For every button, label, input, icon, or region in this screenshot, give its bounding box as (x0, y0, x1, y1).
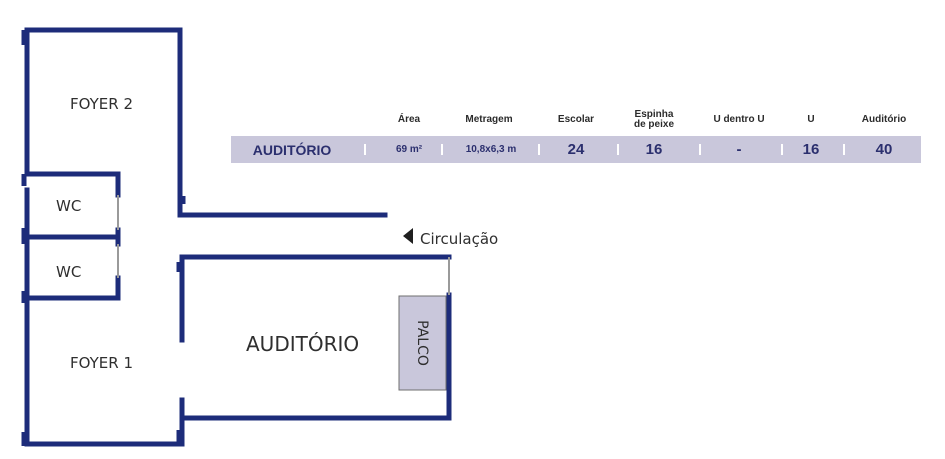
table-header-area: Área (397, 114, 421, 125)
table-separator (364, 144, 366, 155)
table-header-escolar: Escolar (557, 114, 595, 125)
table-separator (843, 144, 845, 155)
table-separator (699, 144, 701, 155)
room-label-wc-top: WC (56, 197, 82, 215)
stage (398, 295, 447, 391)
table-header-u-dentro-u: U dentro U (713, 114, 765, 125)
table-cell-auditorio: 40 (875, 141, 893, 158)
room-label-wc-bottom: WC (56, 263, 82, 281)
capacity-table: Área Metragem Escolar Espinha de peixe U… (231, 105, 921, 167)
table-separator (781, 144, 783, 155)
room-label-auditorio: AUDITÓRIO (246, 332, 360, 356)
table-header-metragem: Metragem (465, 114, 513, 125)
table-separator (617, 144, 619, 155)
room-label-foyer1: FOYER 1 (70, 354, 133, 372)
table-header-u: U (807, 114, 815, 125)
table-cell-u: 16 (802, 141, 820, 158)
stage-label: PALCO (414, 320, 430, 366)
table-cell-escolar: 24 (567, 141, 585, 158)
table-separator (441, 144, 443, 155)
table-cell-area: 69 m² (395, 144, 423, 155)
table-cell-u-dentro-u: - (736, 141, 742, 158)
triangle-left-icon (403, 228, 413, 244)
table-separator (538, 144, 540, 155)
table-cell-espinha: 16 (645, 141, 663, 158)
table-row: AUDITÓRIO 69 m² 10,8x6,3 m 24 16 - 16 40 (231, 136, 921, 163)
circulation-label: Circulação (420, 230, 499, 248)
room-label-foyer2: FOYER 2 (70, 95, 133, 113)
table-cell-name: AUDITÓRIO (252, 141, 332, 158)
table-cell-metragem: 10,8x6,3 m (465, 144, 517, 155)
table-header-auditorio: Auditório (861, 114, 907, 125)
table-header-espinha: Espinha de peixe (633, 109, 675, 130)
